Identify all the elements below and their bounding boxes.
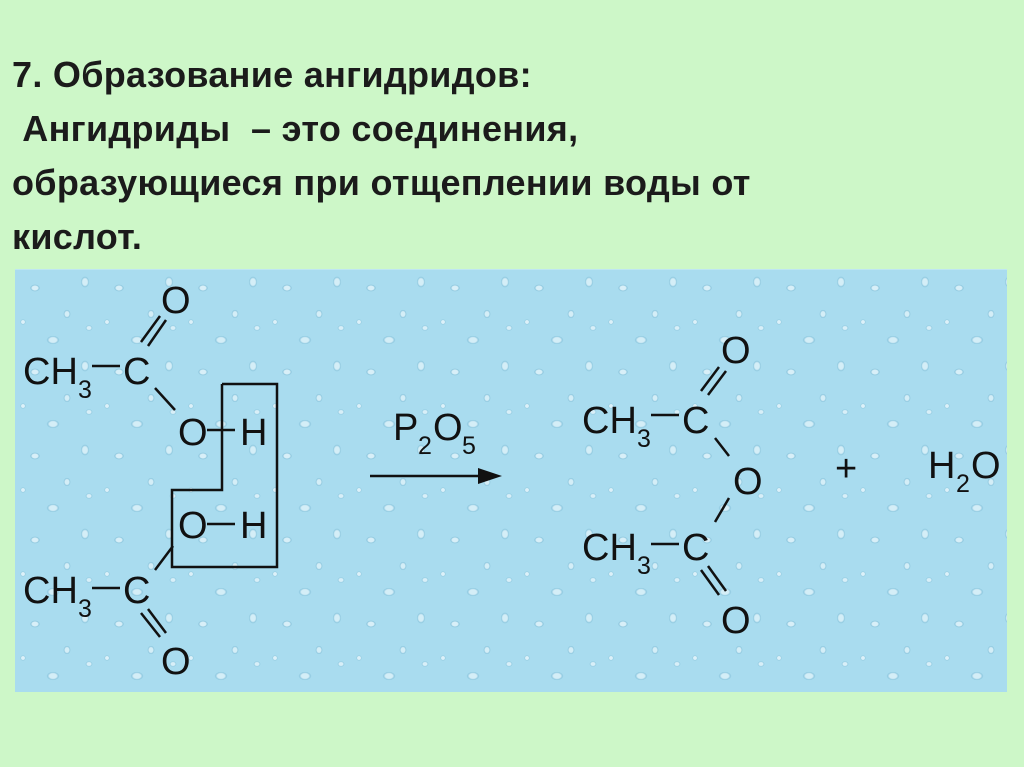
- plus-sign: +: [835, 448, 857, 490]
- hydroxyl-oxygen-upper: O: [178, 412, 208, 454]
- definition-line-1: Ангидриды – это соединения,: [12, 108, 579, 149]
- water-hydrogen: H: [928, 445, 955, 487]
- carbonyl-oxygen-lower: O: [161, 641, 191, 683]
- ch3-subscript-upper: 3: [78, 376, 92, 404]
- hydrogen-lower: H: [240, 505, 267, 547]
- reaction-scheme-panel: CH 3 C O O H O H CH 3 C O: [15, 269, 1007, 692]
- reactant-lower-acid: O H CH 3 C O: [23, 505, 267, 683]
- product-ch3-upper: CH: [582, 400, 637, 442]
- bridge-oxygen: O: [733, 461, 763, 503]
- hydrogen-upper: H: [240, 412, 267, 454]
- definition-line-2: образующиеся при отщеплении воды от: [12, 162, 751, 203]
- product-double-bond-a-lower: [699, 569, 721, 596]
- ch3-group-lower: CH: [23, 570, 78, 612]
- ch3-subscript-lower: 3: [78, 595, 92, 623]
- bond-c-oh-upper: [154, 387, 176, 411]
- double-bond-a-lower: [140, 612, 161, 638]
- slide-text: 7. Образование ангидридов: Ангидриды – э…: [12, 48, 1012, 264]
- product-double-bond-a-upper: [700, 366, 720, 392]
- water-oxygen: O: [971, 445, 1001, 487]
- product-double-bond-b-upper: [707, 370, 727, 396]
- reactant-upper-acid: CH 3 C O O H: [23, 280, 267, 454]
- product-ch3-lower: CH: [582, 527, 637, 569]
- definition-line-3: кислот.: [12, 216, 143, 257]
- double-bond-a-upper: [139, 315, 162, 343]
- reagent-oxygen: O: [433, 407, 463, 449]
- product-carbonyl-oxygen-upper: O: [721, 330, 751, 372]
- product-carbon-upper: C: [682, 400, 709, 442]
- double-bond-b-lower: [147, 608, 167, 634]
- reaction-scheme: CH 3 C O O H O H CH 3 C O: [23, 280, 1001, 683]
- reagent-o-subscript: 5: [462, 432, 476, 460]
- reaction-arrow: [370, 468, 502, 484]
- water-molecule: H 2 O: [928, 445, 1001, 498]
- bond-c-oh-lower: [154, 545, 174, 571]
- reagent-phosphorus: P: [393, 407, 418, 449]
- double-bond-b-upper: [146, 319, 168, 347]
- carbon-lower: C: [123, 570, 150, 612]
- product-bond-c-o-upper: [714, 437, 730, 457]
- reagent-p-subscript: 2: [418, 432, 432, 460]
- product-ch3-subscript-lower: 3: [637, 552, 651, 580]
- product-bond-o-c-lower: [713, 497, 731, 523]
- product-double-bond-b-lower: [706, 565, 728, 592]
- water-elimination-frame: [170, 382, 279, 569]
- water-h-subscript: 2: [956, 470, 970, 498]
- slide-heading: 7. Образование ангидридов:: [12, 54, 532, 95]
- reagent-p2o5: P 2 O 5: [393, 407, 476, 460]
- hydroxyl-oxygen-lower: O: [178, 505, 208, 547]
- ch3-group-upper: CH: [23, 351, 78, 393]
- product-ch3-subscript-upper: 3: [637, 425, 651, 453]
- carbonyl-oxygen-upper: O: [161, 280, 191, 322]
- carbon-upper: C: [123, 351, 150, 393]
- product-anhydride: CH 3 C O O CH 3 C O: [582, 330, 763, 642]
- product-carbonyl-oxygen-lower: O: [721, 600, 751, 642]
- product-carbon-lower: C: [682, 527, 709, 569]
